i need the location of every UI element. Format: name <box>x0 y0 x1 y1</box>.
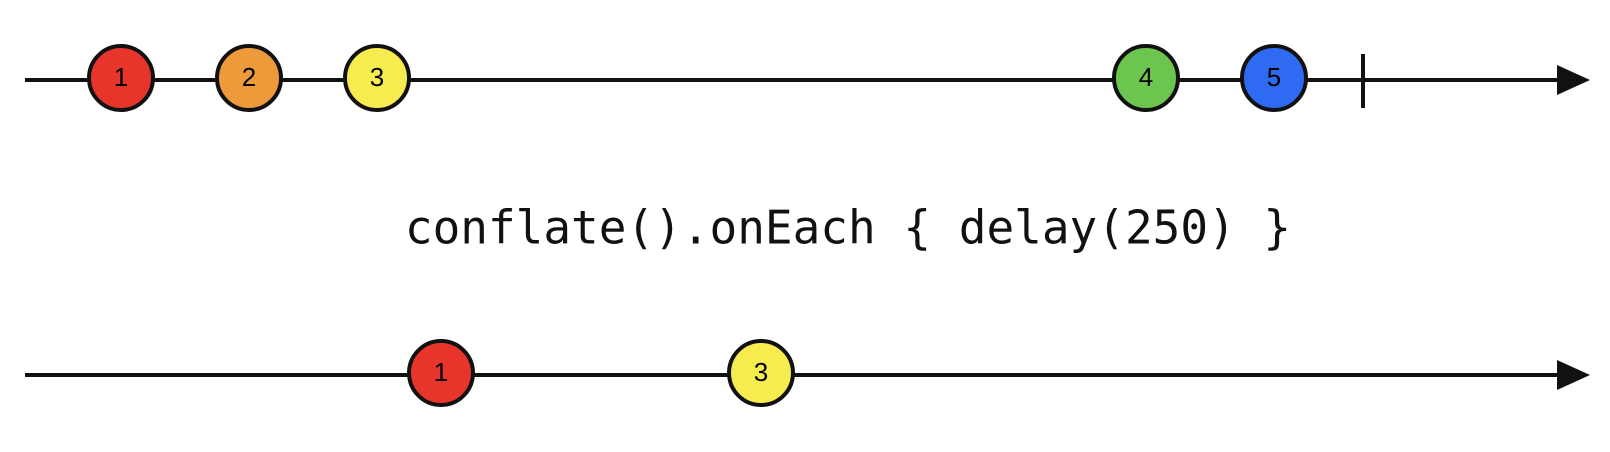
output-marble-3: 3 <box>727 339 795 407</box>
marble-label: 5 <box>1267 62 1281 92</box>
marble-circle <box>407 339 475 407</box>
input-marble-5: 5 <box>1240 44 1308 112</box>
input-marble-4: 4 <box>1112 44 1180 112</box>
input-timeline: 1 2 3 4 5 <box>25 44 1590 112</box>
output-timeline-arrowhead <box>1557 360 1590 390</box>
input-marbles: 1 2 3 4 5 <box>87 44 1308 112</box>
marble-label: 2 <box>242 62 256 92</box>
marble-circle <box>1112 44 1180 112</box>
marble-label: 3 <box>754 357 768 387</box>
operator-label: conflate().onEach { delay(250) } <box>405 201 1291 255</box>
marble-label: 3 <box>370 62 384 92</box>
marble-circle <box>1240 44 1308 112</box>
marble-label: 1 <box>434 357 448 387</box>
marble-circle <box>87 44 155 112</box>
input-marble-1: 1 <box>87 44 155 112</box>
output-marble-1: 1 <box>407 339 475 407</box>
marble-circle <box>727 339 795 407</box>
input-marble-3: 3 <box>343 44 411 112</box>
input-marble-2: 2 <box>215 44 283 112</box>
marble-label: 1 <box>114 62 128 92</box>
marble-label: 4 <box>1139 62 1153 92</box>
input-timeline-arrowhead <box>1557 65 1590 95</box>
marble-circle <box>215 44 283 112</box>
marble-circle <box>343 44 411 112</box>
